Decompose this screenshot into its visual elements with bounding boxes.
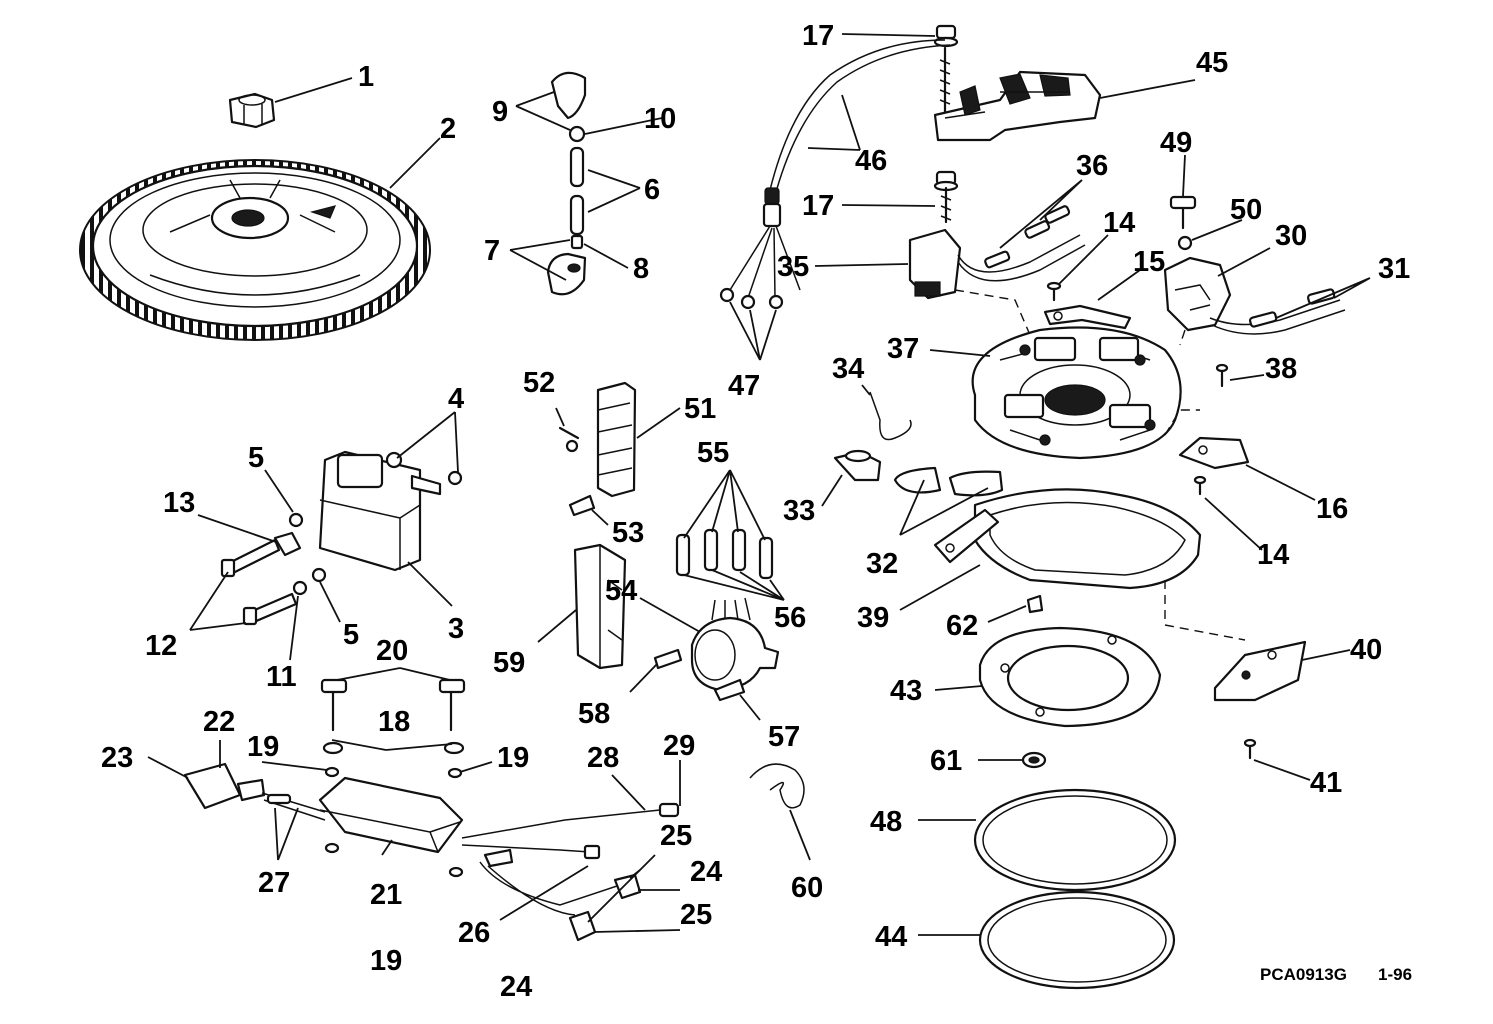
callout-16: 16 — [1316, 493, 1348, 525]
callout-7: 7 — [484, 235, 500, 267]
wire-clip-part — [749, 763, 805, 809]
callout-61: 61 — [930, 745, 962, 777]
callout-14a: 14 — [1103, 207, 1135, 239]
callout-8: 8 — [633, 253, 649, 285]
callout-47: 47 — [728, 370, 760, 402]
callout-51: 51 — [684, 393, 716, 425]
callout-2: 2 — [440, 113, 456, 145]
callout-57: 57 — [768, 721, 800, 753]
callout-49: 49 — [1160, 127, 1192, 159]
retainer-plate-part — [978, 594, 1162, 769]
timer-screw-part — [933, 170, 959, 224]
leader-lines — [147, 33, 1371, 936]
stator-clip-part — [1043, 281, 1132, 330]
date-code: 1-96 — [1378, 965, 1412, 984]
callout-60: 60 — [791, 872, 823, 904]
callout-27: 27 — [258, 867, 290, 899]
callout-3: 3 — [448, 613, 464, 645]
callout-17a: 17 — [802, 20, 834, 52]
callout-labels: 1 2 3 4 5 5 6 7 8 9 10 11 12 13 14 14 15… — [101, 20, 1412, 1003]
callout-25b: 25 — [680, 899, 712, 931]
callout-6: 6 — [644, 174, 660, 206]
armature-plate-part — [933, 488, 1246, 641]
timer-harness-part — [719, 39, 951, 310]
callout-13: 13 — [163, 487, 195, 519]
callout-62: 62 — [946, 610, 978, 642]
callout-40: 40 — [1350, 634, 1382, 666]
callout-52: 52 — [523, 367, 555, 399]
callout-56: 56 — [774, 602, 806, 634]
callout-39: 39 — [857, 602, 889, 634]
stator-plate-part — [971, 326, 1200, 460]
charge-coil-part — [908, 205, 1086, 336]
callout-31: 31 — [1378, 253, 1410, 285]
throttle-cam-parts — [833, 391, 1004, 497]
callout-18: 18 — [378, 706, 410, 738]
solenoid-part — [653, 528, 780, 702]
callout-25a: 25 — [660, 820, 692, 852]
callout-22: 22 — [203, 706, 235, 738]
callout-50: 50 — [1230, 194, 1262, 226]
spark-plug-lead-part — [546, 71, 587, 296]
callout-5a: 5 — [248, 442, 264, 474]
callout-33: 33 — [783, 495, 815, 527]
callout-41: 41 — [1310, 767, 1342, 799]
terminal-block-part — [558, 381, 637, 517]
callout-32: 32 — [866, 548, 898, 580]
callout-53: 53 — [612, 517, 644, 549]
flywheel-part — [79, 159, 431, 341]
callout-24a: 24 — [690, 856, 722, 888]
ignition-coil-part — [318, 450, 463, 572]
callout-21: 21 — [370, 879, 402, 911]
callout-43: 43 — [890, 675, 922, 707]
bracket-part — [573, 543, 627, 670]
power-pack-part — [183, 678, 680, 942]
timer-base-part — [933, 24, 1102, 142]
callout-19c: 19 — [370, 945, 402, 977]
ignition-magnet-part — [1213, 640, 1307, 760]
callout-55: 55 — [697, 437, 729, 469]
coil-hardware-part — [220, 512, 327, 626]
callout-17b: 17 — [802, 190, 834, 222]
seal-ring-part — [973, 788, 1177, 892]
callout-30: 30 — [1275, 220, 1307, 252]
callout-45: 45 — [1196, 47, 1228, 79]
callout-23: 23 — [101, 742, 133, 774]
callout-26: 26 — [458, 917, 490, 949]
callout-38: 38 — [1265, 353, 1297, 385]
callout-28: 28 — [587, 742, 619, 774]
callout-20: 20 — [376, 635, 408, 667]
drawing-code: PCA0913G — [1260, 965, 1347, 984]
callout-24b: 24 — [500, 971, 532, 1003]
callout-59: 59 — [493, 647, 525, 679]
callout-11: 11 — [266, 661, 297, 693]
callout-10: 10 — [644, 103, 676, 135]
stator-retainer-part — [1178, 363, 1250, 496]
callout-19a: 19 — [247, 731, 279, 763]
callout-12: 12 — [145, 630, 177, 662]
callout-15: 15 — [1133, 246, 1165, 278]
callout-35: 35 — [777, 251, 809, 283]
callout-9: 9 — [492, 96, 508, 128]
flywheel-nut-part — [228, 92, 276, 129]
callout-1: 1 — [358, 61, 374, 93]
callout-4: 4 — [448, 383, 464, 415]
callout-58: 58 — [578, 698, 610, 730]
callout-14b: 14 — [1257, 539, 1289, 571]
callout-29: 29 — [663, 730, 695, 762]
callout-48: 48 — [870, 806, 902, 838]
callout-44: 44 — [875, 921, 907, 953]
retaining-ring-part — [978, 890, 1176, 990]
callout-19b: 19 — [497, 742, 529, 774]
callout-37: 37 — [887, 333, 919, 365]
callout-46: 46 — [855, 145, 887, 177]
callout-5b: 5 — [343, 619, 359, 651]
callout-34: 34 — [832, 353, 864, 385]
callout-36: 36 — [1076, 150, 1108, 182]
callout-54: 54 — [605, 575, 637, 607]
